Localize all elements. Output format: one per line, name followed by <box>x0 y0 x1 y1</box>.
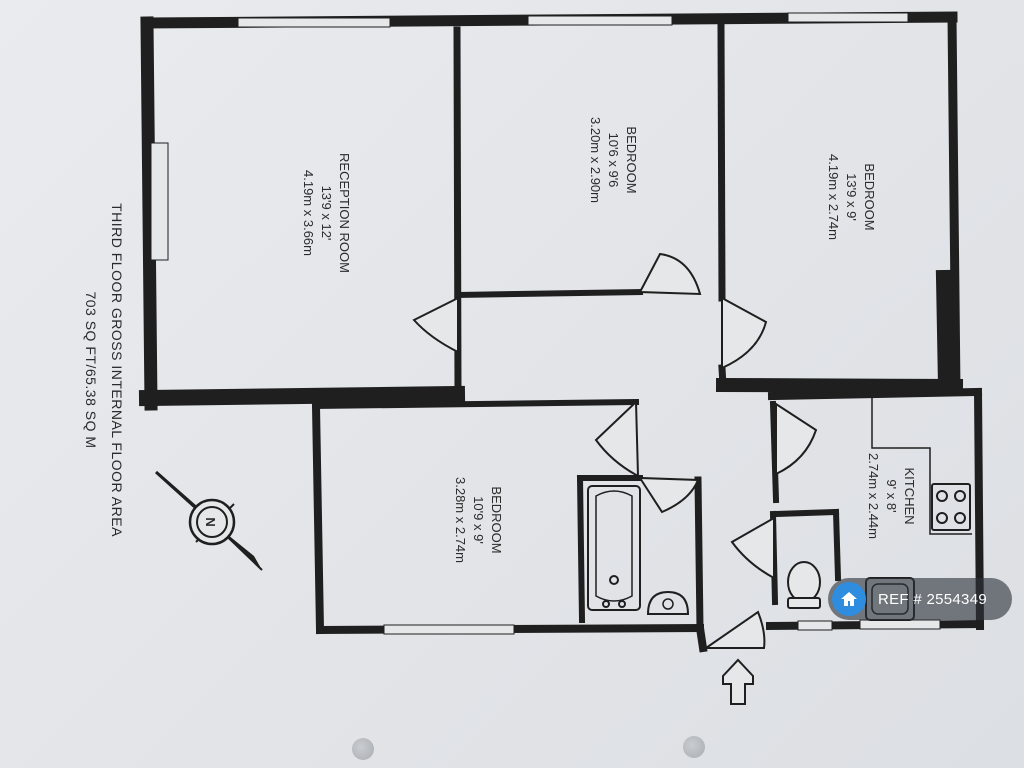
right-wall-thick <box>935 269 955 395</box>
right-bedroom-bottom-wall <box>715 377 964 394</box>
entrance-arrow <box>722 658 754 705</box>
window-bedroom-right <box>787 12 909 23</box>
reception-bottom-wall <box>138 385 466 407</box>
room-label-bedroom-lower: BEDROOM 10'9 x 9' 3.28m x 2.74m <box>453 477 504 563</box>
kitchen-metric: 2.74m x 2.44m <box>866 453 881 539</box>
bedroom-right-imperial: 13'9 x 9' <box>844 173 859 221</box>
bath-plug <box>609 575 619 585</box>
reception-imperial: 13'9 x 12' <box>319 186 334 241</box>
windows <box>150 12 941 635</box>
bedroom-lower-name: BEDROOM <box>489 486 504 553</box>
toilet-icon <box>787 561 821 609</box>
door-reception <box>412 296 459 354</box>
door-kitchen <box>775 402 818 476</box>
kitchen-counter <box>871 396 972 535</box>
door-lower-bedroom <box>594 399 640 478</box>
wc-top-wall <box>772 508 840 518</box>
ref-badge[interactable]: REF # 2554349 <box>828 578 1012 620</box>
bathroom-left-wall <box>576 474 586 624</box>
bathtub-inner <box>595 490 633 602</box>
reception-metric: 4.19m x 3.66m <box>301 170 316 256</box>
floor-area-caption: THIRD FLOOR GROSS INTERNAL FLOOR AREA 70… <box>83 203 125 537</box>
outer-wall-left-reception <box>140 16 158 411</box>
hob-icon <box>931 483 971 531</box>
door-bedroom-middle <box>638 252 702 296</box>
bedroom-right-metric: 4.19m x 2.74m <box>826 154 841 240</box>
binder-hole-right <box>683 736 705 758</box>
room-label-reception: RECEPTION ROOM 13'9 x 12' 4.19m x 3.66m <box>301 153 352 273</box>
middle-bedroom-bottom-wall <box>454 288 644 299</box>
door-cupboard <box>730 516 775 580</box>
kitchen-imperial: 9' x 8' <box>884 479 899 512</box>
bedroom-middle-imperial: 10'6 x 9'6 <box>606 133 621 188</box>
bedroom-lower-metric: 3.28m x 2.74m <box>453 477 468 563</box>
fireplace <box>150 142 169 261</box>
bathroom-right-wall <box>694 476 704 632</box>
floor-area-line1: THIRD FLOOR GROSS INTERNAL FLOOR AREA <box>109 203 125 537</box>
bathroom-fixtures <box>587 485 690 615</box>
reception-name: RECEPTION ROOM <box>337 153 352 273</box>
bedroom-lower-imperial: 10'9 x 9' <box>471 496 486 544</box>
bedroom-right-name: BEDROOM <box>862 163 877 230</box>
compass-icon: N <box>154 470 263 571</box>
window-kitchen <box>859 619 941 630</box>
outer-wall-right <box>947 12 961 395</box>
basin-icon <box>646 590 690 615</box>
window-reception <box>237 17 391 28</box>
divider-bedrooms <box>717 23 726 302</box>
door-bedroom-right <box>721 296 768 370</box>
walls <box>138 11 985 653</box>
door-entrance <box>702 610 766 649</box>
wc-right-wall <box>832 508 842 582</box>
home-icon[interactable] <box>832 582 866 616</box>
lower-bedroom-left-wall <box>311 401 325 635</box>
ref-number: REF # 2554349 <box>878 590 987 608</box>
compass-letter: N <box>203 517 218 526</box>
door-bathroom <box>638 476 700 514</box>
floor-area-line2: 703 SQ FT/65.38 SQ M <box>83 291 99 448</box>
bedroom-middle-name: BEDROOM <box>624 126 639 193</box>
window-bedroom-middle <box>527 15 673 26</box>
kitchen-left-wall <box>769 400 780 504</box>
lower-bedroom-top-wall <box>312 398 640 410</box>
bedroom-middle-metric: 3.20m x 2.90m <box>588 117 603 203</box>
window-wc <box>797 620 833 631</box>
room-label-kitchen: KITCHEN 9' x 8' 2.74m x 2.44m <box>866 453 917 539</box>
room-label-bedroom-middle: BEDROOM 10'6 x 9'6 3.20m x 2.90m <box>588 117 639 203</box>
binder-hole-left <box>352 738 374 760</box>
doors <box>412 252 818 649</box>
room-label-bedroom-right: BEDROOM 13'9 x 9' 4.19m x 2.74m <box>826 154 877 240</box>
bathtub <box>587 485 641 611</box>
right-bedroom-left-lower <box>718 364 727 390</box>
kitchen-name: KITCHEN <box>902 467 917 524</box>
window-lower-bedroom <box>383 624 515 635</box>
